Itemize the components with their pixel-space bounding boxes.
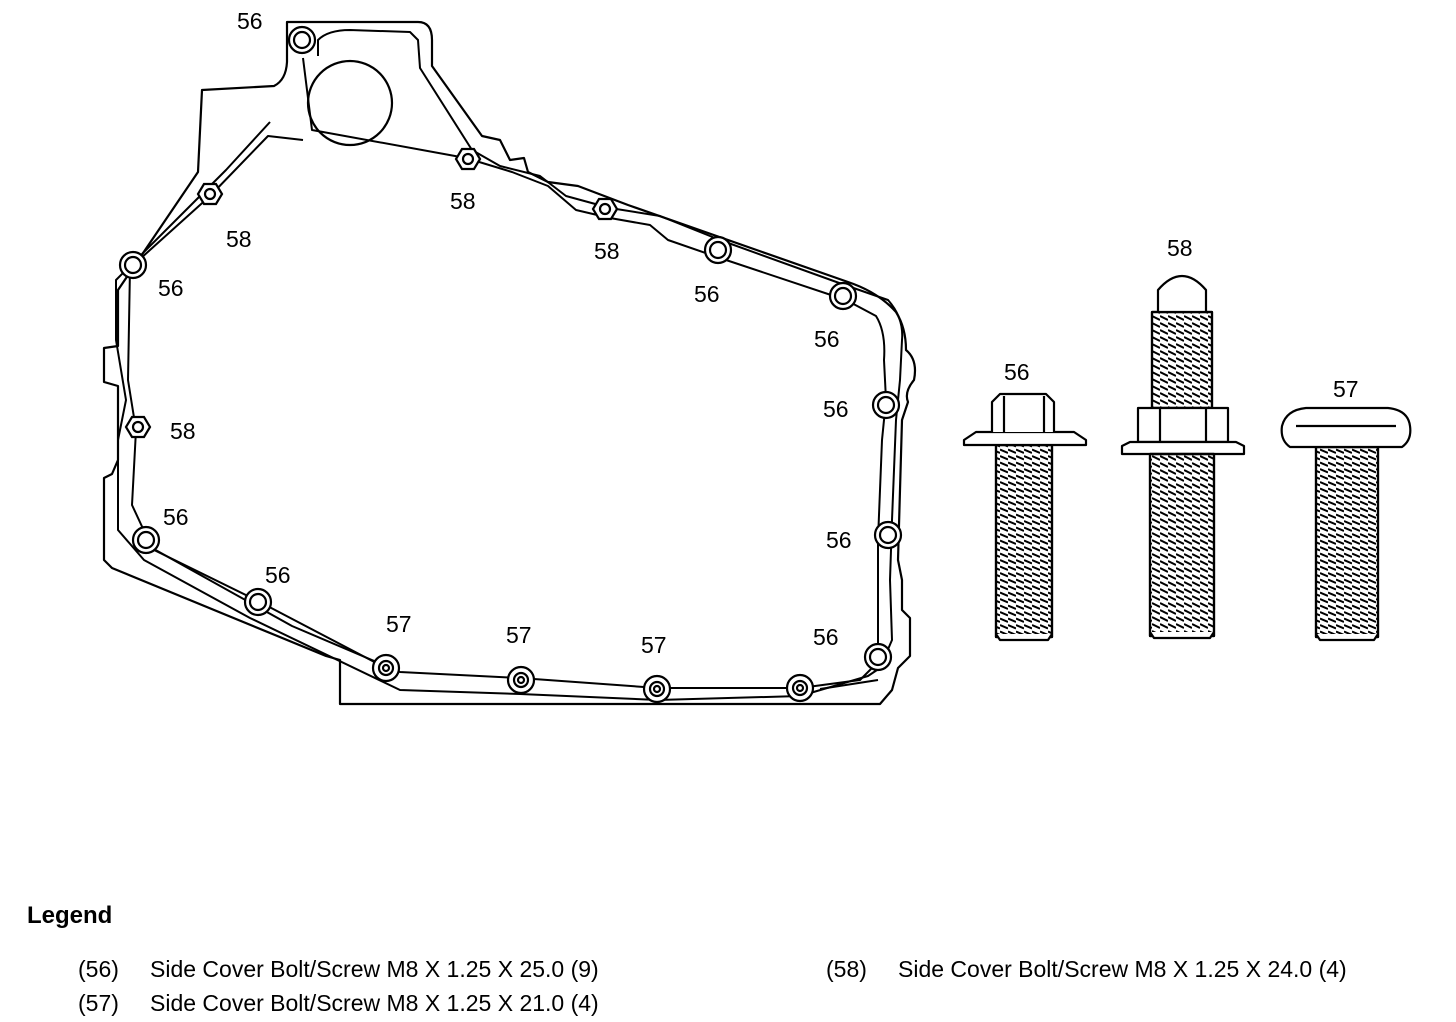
- stud-nut-58: [124, 415, 152, 439]
- screw-head-57: [785, 673, 815, 703]
- bolt-head-56: [863, 642, 893, 672]
- gasket-lines: [115, 29, 904, 701]
- legend-ref: (58): [826, 956, 867, 982]
- callout-label: 58: [594, 238, 620, 264]
- screw-head-57: [371, 653, 401, 683]
- callout-label: 56: [814, 326, 840, 352]
- callout-label: 56: [158, 275, 184, 301]
- screw-heads-57: [371, 653, 815, 704]
- callout-label: 57: [386, 611, 412, 637]
- side-cover-diagram: 56 58 58 58 56 56 56 58 56 56 56 56 56 5…: [102, 8, 1412, 706]
- stud-nut-58: [454, 147, 482, 171]
- callout-label: 56: [823, 396, 849, 422]
- legend-text: Side Cover Bolt/Screw M8 X 1.25 X 25.0 (…: [150, 956, 599, 982]
- screw-57-label: 57: [1333, 376, 1359, 402]
- legend-item-57: (57) Side Cover Bolt/Screw M8 X 1.25 X 21…: [78, 990, 599, 1017]
- callout-label: 56: [826, 527, 852, 553]
- callout-label: 58: [170, 418, 196, 444]
- bolt-head-56: [871, 390, 901, 420]
- bolt-head-56: [118, 250, 148, 280]
- bolt-head-56: [873, 520, 903, 550]
- screw-57-illustration: [1280, 406, 1412, 642]
- legend-ref: (56): [78, 956, 119, 982]
- legend-text: Side Cover Bolt/Screw M8 X 1.25 X 21.0 (…: [150, 990, 599, 1016]
- bolt-heads-56: [118, 25, 903, 672]
- callout-label: 58: [450, 188, 476, 214]
- stud-nut-58: [196, 182, 224, 206]
- screw-head-57: [642, 674, 672, 704]
- callout-label: 56: [694, 281, 720, 307]
- stud-58-illustration: [1120, 275, 1246, 640]
- bolt-56-label: 56: [1004, 359, 1030, 385]
- callout-label: 56: [237, 8, 263, 34]
- bolt-56-illustration: [962, 392, 1088, 642]
- legend-text: Side Cover Bolt/Screw M8 X 1.25 X 24.0 (…: [898, 956, 1347, 982]
- side-cover-outline: [102, 20, 917, 706]
- bolt-head-56: [131, 525, 161, 555]
- legend-title: Legend: [27, 902, 113, 929]
- bolt-head-56: [828, 281, 858, 311]
- stud-58-label: 58: [1167, 235, 1193, 261]
- large-opening: [306, 59, 394, 147]
- legend-ref: (57): [78, 990, 119, 1016]
- callout-label: 56: [265, 562, 291, 588]
- legend-item-58: (58) Side Cover Bolt/Screw M8 X 1.25 X 24…: [826, 956, 1347, 983]
- screw-head-57: [506, 665, 536, 695]
- stud-nut-58: [591, 197, 619, 221]
- bolt-head-56: [287, 25, 317, 55]
- callout-label: 56: [813, 624, 839, 650]
- legend-item-56: (56) Side Cover Bolt/Screw M8 X 1.25 X 25…: [78, 956, 599, 983]
- callout-label: 58: [226, 226, 252, 252]
- callout-label: 57: [641, 632, 667, 658]
- callout-label: 56: [163, 504, 189, 530]
- callout-label: 57: [506, 622, 532, 648]
- bolt-head-56: [243, 587, 273, 617]
- stud-nuts-58: [124, 147, 619, 439]
- bolt-head-56: [703, 235, 733, 265]
